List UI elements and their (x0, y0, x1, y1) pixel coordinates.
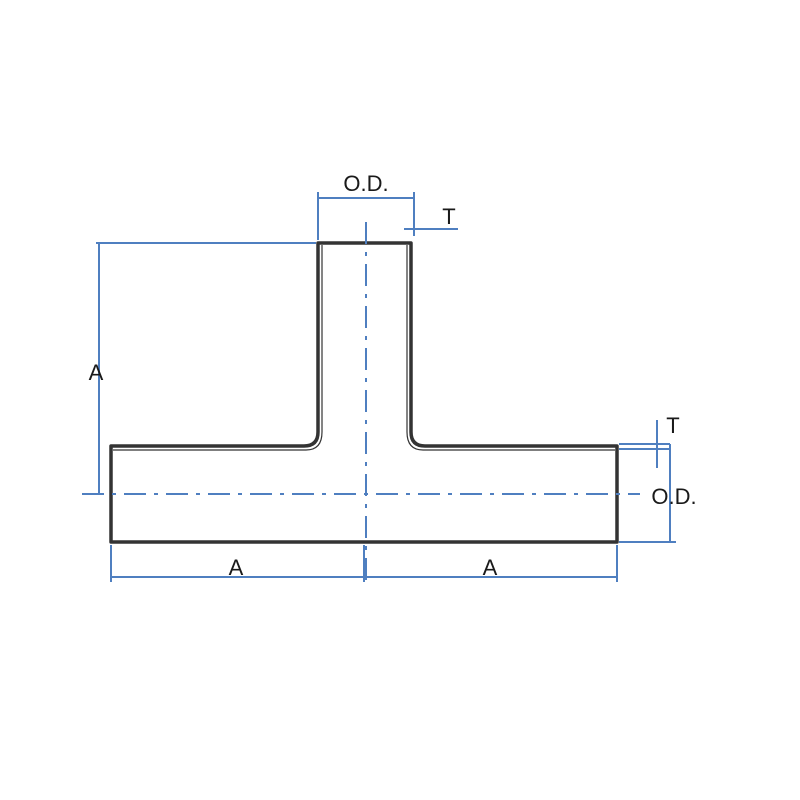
branch-od-label: O.D. (343, 171, 388, 196)
run-wall-label: T (666, 413, 679, 438)
run-left-length-label: A (229, 555, 244, 580)
branch-length-dimension (96, 242, 316, 494)
run-length-dimension (110, 545, 618, 582)
branch-wall-label: T (442, 204, 455, 229)
tee-outline (109, 241, 619, 544)
run-od-label: O.D. (651, 484, 696, 509)
branch-inner-wall-left (113, 245, 323, 451)
branch-inner-wall-right (406, 245, 615, 451)
run-right-length-label: A (483, 555, 498, 580)
run-od-dimension (619, 444, 676, 543)
run-wall-dimension (619, 420, 670, 468)
branch-length-label: A (89, 360, 104, 385)
